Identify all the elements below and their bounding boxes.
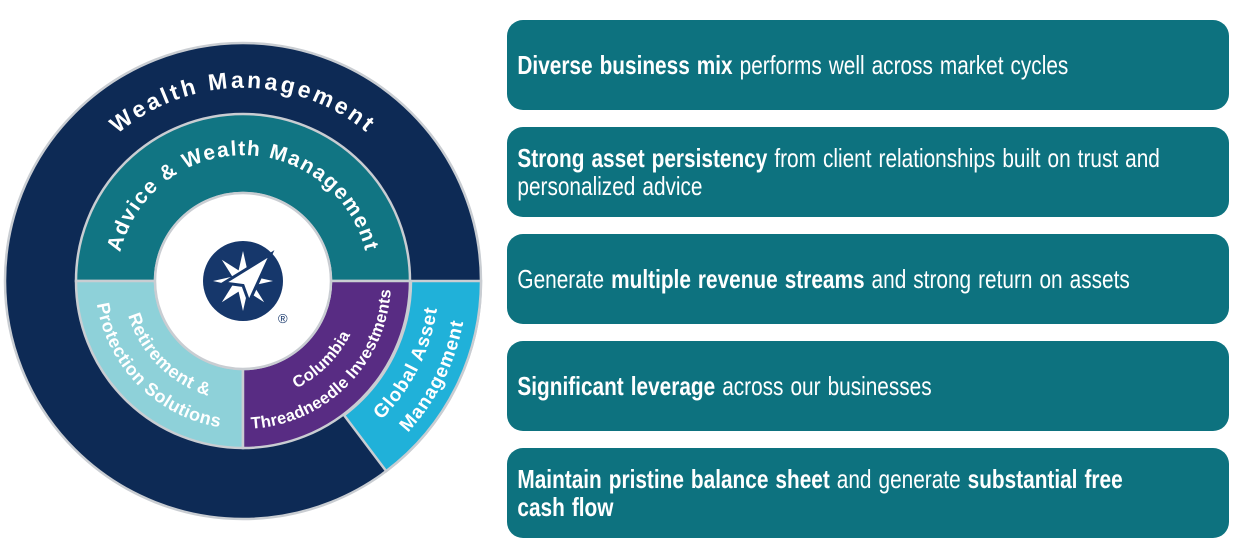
registered-mark: ®	[278, 311, 288, 326]
highlight-line: cash flow	[517, 492, 614, 522]
highlight-line: Significant leverage across our business…	[517, 371, 932, 401]
highlight-box-balance-sheet: Maintain pristine balance sheet and gene…	[507, 448, 1229, 538]
highlight-line: Diverse business mix performs well acros…	[517, 50, 1069, 80]
highlight-text: Generate multiple revenue streams and st…	[507, 264, 1130, 294]
highlight-line: personalized advice	[517, 171, 703, 201]
highlight-box-asset-persistency: Strong asset persistency from client rel…	[507, 127, 1229, 217]
logo-arrow-icon	[219, 250, 275, 306]
highlight-box-significant-leverage: Significant leverage across our business…	[507, 341, 1229, 431]
highlight-line: Generate multiple revenue streams and st…	[517, 264, 1130, 294]
highlight-line: Strong asset persistency from client rel…	[517, 143, 1160, 173]
highlight-text: Diverse business mix performs well acros…	[507, 51, 1085, 79]
highlight-box-diverse-business-mix: Diverse business mix performs well acros…	[507, 20, 1229, 110]
highlight-text: Maintain pristine balance sheet and gene…	[507, 464, 1123, 522]
highlight-box-revenue-streams: Generate multiple revenue streams and st…	[507, 234, 1229, 324]
highlight-line: Maintain pristine balance sheet and gene…	[517, 464, 1123, 494]
business-segments-donut: ® Wealth Management Advice & Wealth Mana…	[3, 41, 483, 521]
highlight-text: Strong asset persistency from client rel…	[507, 143, 1160, 201]
highlight-text: Significant leverage across our business…	[507, 372, 1085, 400]
ameriprise-logo: ®	[203, 241, 288, 326]
